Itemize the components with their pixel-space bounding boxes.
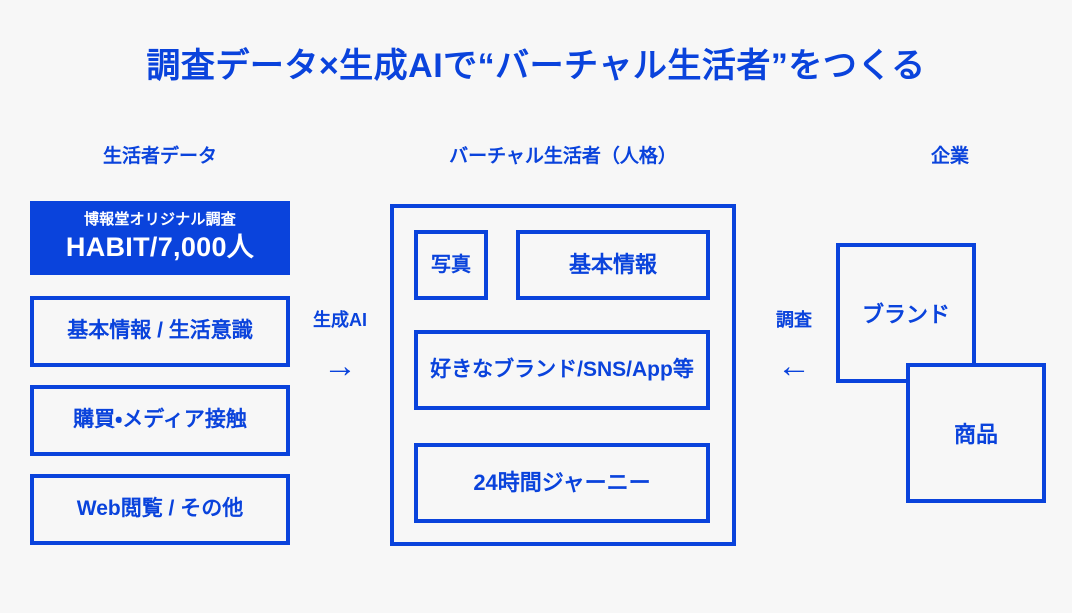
habit-survey-title: HABIT/7,000人 (65, 232, 255, 262)
connector-generative-ai: 生成AI → (300, 311, 380, 383)
column-heading-consumer-data: 生活者データ (102, 146, 217, 167)
connector-generative-ai-label: 生成AI (313, 310, 367, 330)
arrow-right-icon: → (323, 347, 357, 385)
page-title: 調査データ×生成AIで“バーチャル生活者”をつくる (146, 47, 926, 85)
habit-survey-card: 博報堂オリジナル調査 HABIT/7,000人 (30, 201, 290, 275)
persona-card-brands-sns-app: 好きなブランド/SNS/App等 (414, 330, 710, 410)
company-card-product: 商品 (906, 363, 1046, 503)
column-heading-company: 企業 (930, 146, 969, 167)
persona-card-photo: 写真 (414, 230, 488, 300)
column-heading-virtual-persona: バーチャル生活者（人格） (449, 146, 677, 167)
connector-survey-label: 調査 (776, 310, 812, 330)
persona-card-basic-info: 基本情報 (516, 230, 710, 300)
data-card-basic-lifestyle: 基本情報 / 生活意識 (30, 296, 290, 367)
habit-survey-subtitle: 博報堂オリジナル調査 (83, 211, 236, 229)
data-card-web-other: Web閲覧 / その他 (30, 474, 290, 545)
persona-card-24h-journey: 24時間ジャーニー (414, 443, 710, 523)
company-card-brand: ブランド (836, 243, 976, 383)
connector-survey: 調査 ← (754, 311, 834, 383)
arrow-left-icon: ← (777, 347, 811, 385)
data-card-purchase-media: 購買・メディア接触 (30, 385, 290, 456)
